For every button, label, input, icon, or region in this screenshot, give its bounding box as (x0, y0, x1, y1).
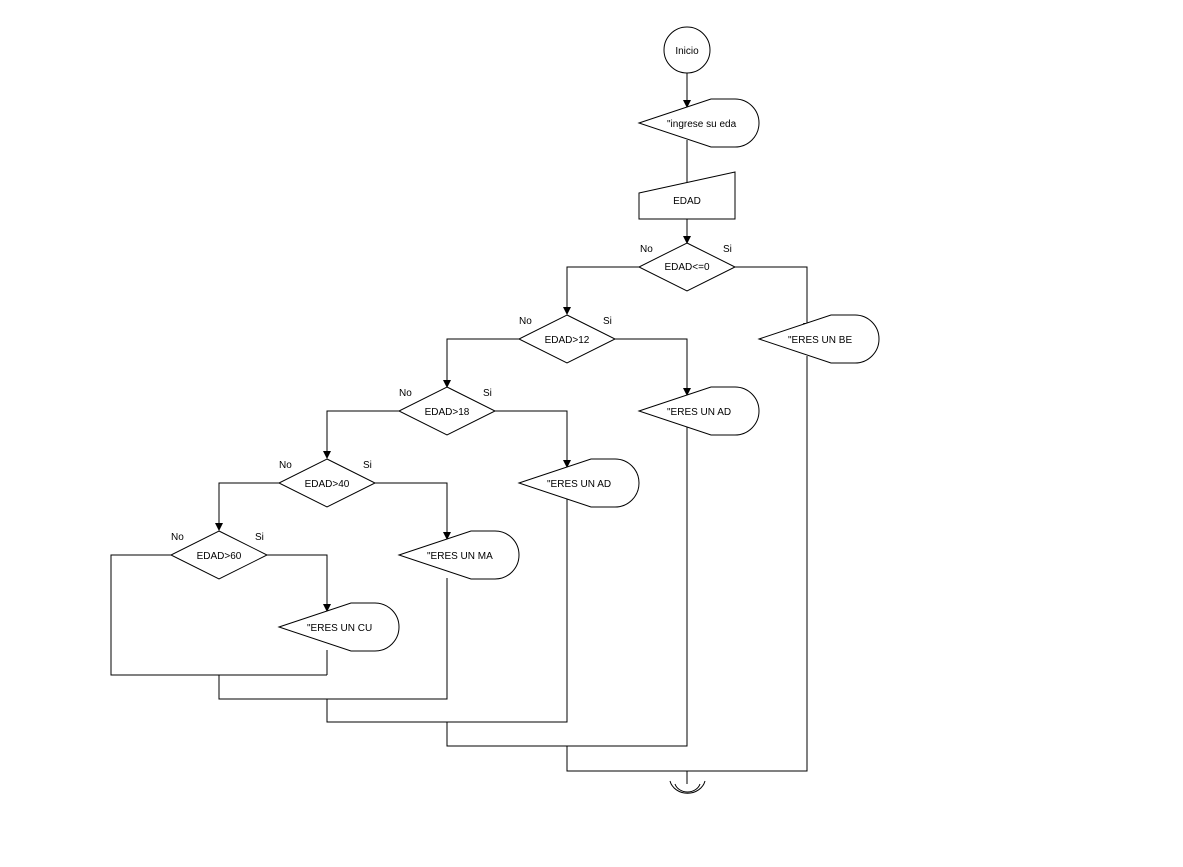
output-eres-un-ad-2: "ERES UN AD (517, 458, 640, 508)
decision-yes-label: Si (363, 460, 372, 471)
output-text: "ERES UN AD (667, 407, 731, 418)
decision-no-label: No (640, 244, 653, 255)
decision-condition: EDAD>18 (425, 407, 470, 418)
decision-yes-label: Si (723, 244, 732, 255)
decision-edad-gt-40: EDAD>40 No Si (277, 458, 377, 508)
decision-yes-label: Si (483, 388, 492, 399)
decision-edad-gt-12: EDAD>12 No Si (517, 314, 617, 364)
output-text: "ERES UN CU (307, 623, 372, 634)
input-edad: EDAD (638, 171, 736, 220)
end-node (669, 780, 706, 794)
output-prompt: "ingrese su eda (637, 98, 760, 148)
output-eres-un-ma: "ERES UN MA (397, 530, 520, 580)
connectors (110, 73, 811, 784)
prompt-text: "ingrese su eda (667, 119, 737, 130)
output-eres-un-cu: "ERES UN CU (277, 602, 400, 652)
output-text: "ERES UN AD (547, 479, 611, 490)
output-text: "ERES UN BE (788, 335, 852, 346)
decision-yes-label: Si (603, 316, 612, 327)
output-eres-un-be: "ERES UN BE (757, 314, 880, 364)
decision-edad-gt-60: EDAD>60 No Si (169, 530, 269, 580)
decision-condition: EDAD<=0 (664, 262, 709, 273)
decision-condition: EDAD>60 (197, 551, 242, 562)
output-eres-un-ad-1: "ERES UN AD (637, 386, 760, 436)
start-node: Inicio (663, 26, 711, 74)
start-label: Inicio (675, 46, 699, 57)
decision-edad-gt-18: EDAD>18 No Si (397, 386, 497, 436)
output-text: "ERES UN MA (427, 551, 493, 562)
decision-yes-label: Si (255, 532, 264, 543)
decision-no-label: No (399, 388, 412, 399)
decision-condition: EDAD>12 (545, 335, 590, 346)
input-var-label: EDAD (673, 196, 701, 207)
decision-edad-le-0: EDAD<=0 No Si (637, 242, 737, 292)
decision-condition: EDAD>40 (305, 479, 350, 490)
decision-no-label: No (171, 532, 184, 543)
decision-no-label: No (279, 460, 292, 471)
decision-no-label: No (519, 316, 532, 327)
